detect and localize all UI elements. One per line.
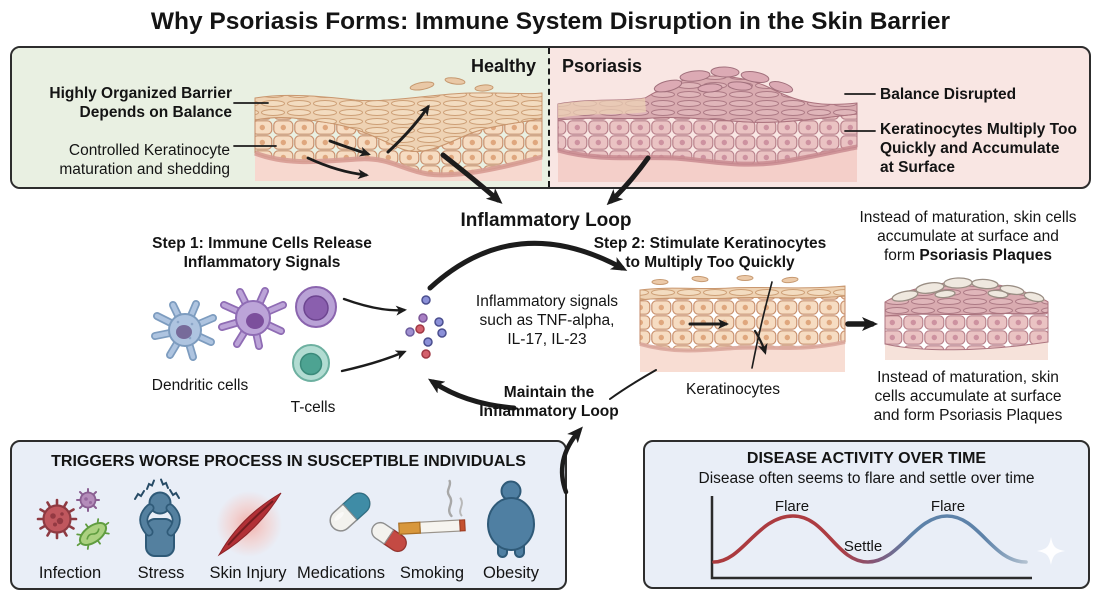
psoriasis-annotation-2: Keratinocytes Multiply Too Quickly and A… (880, 121, 1077, 177)
psoriasis-plaque-illustration (884, 277, 1049, 360)
virus-bacteria-icon (36, 488, 110, 550)
t-cell-purple-icon (295, 286, 337, 328)
plaque-scales (653, 66, 794, 93)
trigger-label-smoking: Smoking (399, 564, 465, 582)
wound-icon (216, 491, 282, 557)
flare-label-1: Flare (774, 498, 810, 515)
keratinocytes-illustration (639, 275, 846, 372)
keratinocytes-label: Keratinocytes (686, 381, 780, 398)
healthy-psoriasis-divider (548, 48, 550, 187)
obese-person-icon (487, 480, 535, 558)
triggers-title: TRIGGERS WORSE PROCESS IN SUSCEPTIBLE IN… (51, 453, 526, 470)
t-cells-label: T-cells (290, 399, 336, 416)
sparkle-watermark-icon (1037, 537, 1065, 565)
activity-subtitle: Disease often seems to flare and settle … (698, 470, 1035, 487)
inflammatory-loop-heading: Inflammatory Loop (460, 210, 632, 231)
cigarette-icon (398, 479, 466, 535)
trigger-label-infection: Infection (38, 564, 102, 582)
triggers-panel (10, 440, 567, 590)
loose-flakes (651, 275, 799, 285)
trigger-label-stress: Stress (137, 564, 185, 582)
capsules-icon (329, 492, 407, 553)
plaques-result-top: Instead of maturation, skin cells accumu… (859, 209, 1077, 265)
plaques-result-bottom: Instead of maturation, skin cells accumu… (873, 369, 1063, 425)
arrows (233, 93, 878, 495)
trigger-label-medications: Medications (296, 564, 386, 582)
healthy-label: Healthy (470, 56, 536, 76)
activity-title: DISEASE ACTIVITY OVER TIME (746, 450, 987, 467)
psoriasis-skin-illustration (557, 66, 858, 182)
psoriasis-label: Psoriasis (562, 56, 643, 76)
healthy-annotation: Controlled Keratinocyte maturation and s… (59, 142, 230, 179)
healthy-skin-illustration (254, 77, 543, 181)
inflammatory-signals-text: Inflammatory signals such as TNF-alpha, … (475, 293, 619, 349)
white-plaque-flakes (891, 277, 1045, 303)
dendritic-cell-blue-icon (151, 300, 217, 361)
disease-activity-panel (643, 440, 1090, 589)
dendritic-cell-purple-icon (218, 287, 287, 350)
flare-label-2: Flare (930, 498, 966, 515)
t-cell-teal-icon (292, 344, 330, 382)
shed-flakes (409, 77, 494, 92)
settle-label: Settle (843, 538, 883, 555)
inflammatory-signal-dots (405, 295, 447, 359)
maintain-loop-label: Maintain the Inflammatory Loop (479, 384, 619, 421)
psoriasis-annotation-1: Balance Disrupted (880, 86, 1017, 103)
stressed-person-icon (134, 478, 181, 557)
healthy-annotation-bold: Highly Organized Barrier Depends on Bala… (49, 85, 232, 122)
trigger-label-skin-injury: Skin Injury (209, 564, 287, 582)
step2-label: Step 2: Stimulate Keratinocytes to Multi… (593, 235, 827, 272)
disease-activity-chart (710, 496, 1065, 580)
dendritic-cells-label: Dendritic cells (151, 377, 249, 394)
trigger-label-obesity: Obesity (483, 564, 539, 582)
diagram-title: Why Psoriasis Forms: Immune System Disru… (150, 8, 951, 35)
step1-label: Step 1: Immune Cells Release Inflammator… (152, 235, 372, 272)
